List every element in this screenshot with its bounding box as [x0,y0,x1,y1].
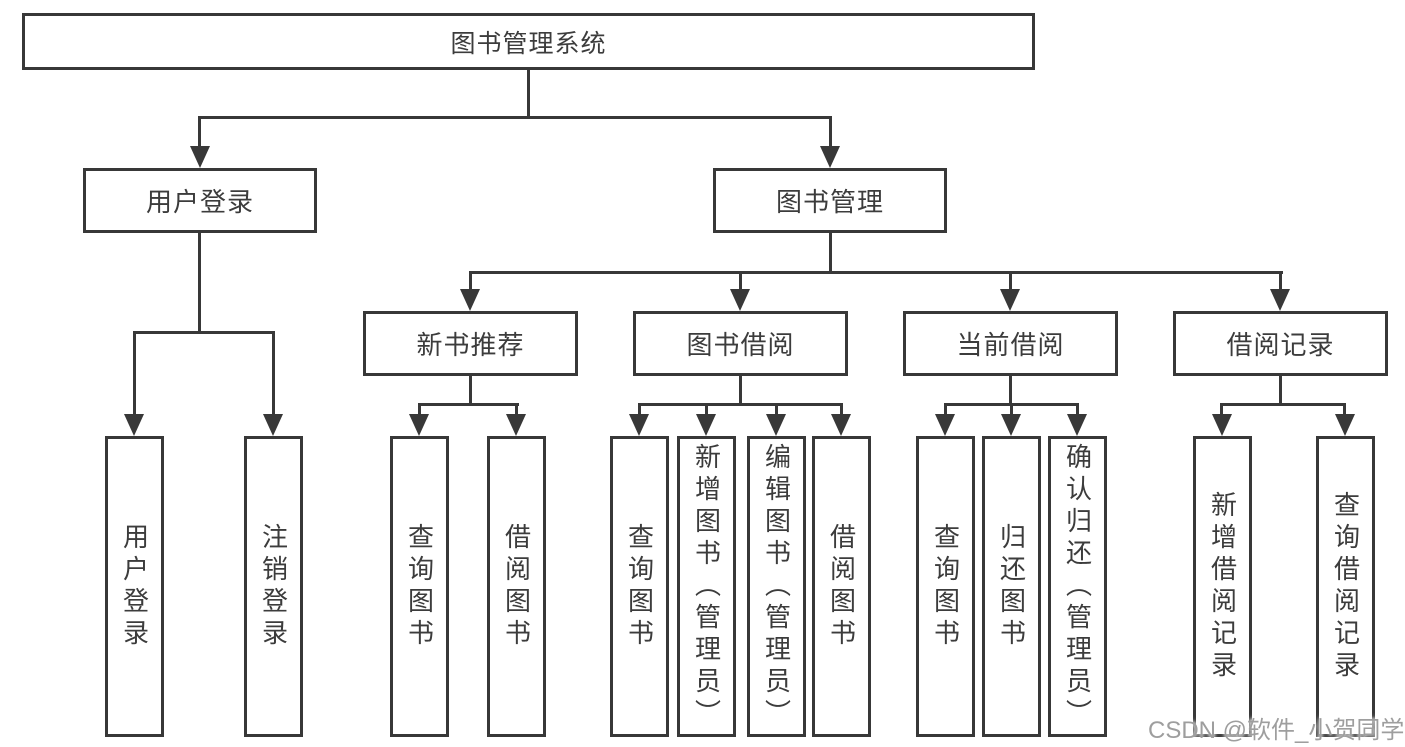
connector-userlogin-drop-2 [272,331,275,416]
leaf-query-borrow-record: 查询借阅记录 [1316,436,1375,737]
connector-current-drop-3 [1076,403,1079,417]
connector-userlogin-stem [198,233,201,334]
leaf-query-borrow-record-label: 查询借阅记录 [1330,490,1361,683]
connector-borrow-stem [739,376,742,405]
node-book-borrow-label: 图书借阅 [686,330,795,360]
connector-bookmgmt-stem [829,233,832,274]
connector-current-drop-1 [944,403,947,417]
node-borrow-records-label: 借阅记录 [1226,330,1335,360]
leaf-add-books-admin: 新增图书（管理员） [677,436,736,737]
arrowhead-icon [409,414,429,436]
arrowhead-icon [766,414,786,436]
connector-root-branch [198,116,832,119]
arrowhead-icon [730,289,750,311]
arrowhead-icon [820,146,840,168]
leaf-user-login: 用户登录 [105,436,164,737]
connector-current-drop-2 [1010,403,1013,417]
leaf-logout-label: 注销登录 [258,522,289,651]
node-book-management: 图书管理 [713,168,947,233]
node-new-book-recommend: 新书推荐 [363,311,578,376]
leaf-query-books-1-label: 查询图书 [404,522,435,651]
leaf-return-books: 归还图书 [982,436,1041,737]
arrowhead-icon [1270,289,1290,311]
leaf-borrow-books-1-label: 借阅图书 [501,522,532,651]
leaf-add-books-admin-label: 新增图书（管理员） [691,442,722,731]
leaf-confirm-return-admin-label: 确认归还（管理员） [1062,442,1093,731]
watermark: CSDN @软件_小贺同学 [1148,717,1405,744]
arrowhead-icon [1000,289,1020,311]
arrowhead-icon [506,414,526,436]
arrowhead-icon [1335,414,1355,436]
connector-root-drop-left [198,116,201,148]
node-user-login: 用户登录 [83,168,317,233]
leaf-logout: 注销登录 [244,436,303,737]
leaf-add-borrow-record-label: 新增借阅记录 [1207,490,1238,683]
leaf-return-books-label: 归还图书 [996,522,1027,651]
connector-userlogin-drop-1 [133,331,136,416]
leaf-borrow-books-2: 借阅图书 [812,436,871,737]
arrowhead-icon [124,414,144,436]
node-current-borrow-label: 当前借阅 [956,330,1065,360]
leaf-edit-books-admin: 编辑图书（管理员） [747,436,806,737]
connector-borrow-drop-1 [638,403,641,417]
connector-records-branch [1220,403,1346,406]
connector-bookmgmt-drop-2 [739,271,742,293]
connector-recommend-drop-2 [515,403,518,417]
leaf-query-books-3: 查询图书 [916,436,975,737]
connector-root-drop-right [829,116,832,148]
leaf-confirm-return-admin: 确认归还（管理员） [1048,436,1107,737]
leaf-query-books-3-label: 查询图书 [930,522,961,651]
node-user-login-label: 用户登录 [145,187,254,217]
connector-records-drop-1 [1220,403,1223,417]
connector-borrow-drop-3 [775,403,778,417]
node-book-management-label: 图书管理 [775,187,884,217]
leaf-user-login-label: 用户登录 [119,522,150,651]
connector-bookmgmt-drop-4 [1279,271,1282,293]
leaf-borrow-books-2-label: 借阅图书 [826,522,857,651]
arrowhead-icon [460,289,480,311]
arrowhead-icon [1212,414,1232,436]
connector-recommend-stem [469,376,472,405]
leaf-edit-books-admin-label: 编辑图书（管理员） [761,442,792,731]
arrowhead-icon [1067,414,1087,436]
arrowhead-icon [696,414,716,436]
arrowhead-icon [629,414,649,436]
connector-records-drop-2 [1343,403,1346,417]
connector-borrow-drop-4 [840,403,843,417]
connector-recommend-drop-1 [418,403,421,417]
node-current-borrow: 当前借阅 [903,311,1118,376]
leaf-query-books-2-label: 查询图书 [624,522,655,651]
leaf-query-books-2: 查询图书 [610,436,669,737]
leaf-add-borrow-record: 新增借阅记录 [1193,436,1252,737]
arrowhead-icon [263,414,283,436]
connector-recommend-branch [418,403,519,406]
connector-current-stem [1009,376,1012,405]
connector-records-stem [1279,376,1282,405]
connector-bookmgmt-branch [469,271,1283,274]
node-root: 图书管理系统 [22,13,1035,70]
connector-root-stem [527,69,530,119]
node-root-label: 图书管理系统 [450,29,607,58]
connector-borrow-drop-2 [705,403,708,417]
connector-bookmgmt-drop-3 [1009,271,1012,293]
leaf-query-books-1: 查询图书 [390,436,449,737]
leaf-borrow-books-1: 借阅图书 [487,436,546,737]
arrowhead-icon [831,414,851,436]
node-new-book-recommend-label: 新书推荐 [416,330,525,360]
node-borrow-records: 借阅记录 [1173,311,1388,376]
node-book-borrow: 图书借阅 [633,311,848,376]
arrowhead-icon [935,414,955,436]
connector-borrow-branch [638,403,843,406]
connector-bookmgmt-drop-1 [469,271,472,293]
arrowhead-icon [1001,414,1021,436]
arrowhead-icon [190,146,210,168]
connector-userlogin-branch [133,331,275,334]
